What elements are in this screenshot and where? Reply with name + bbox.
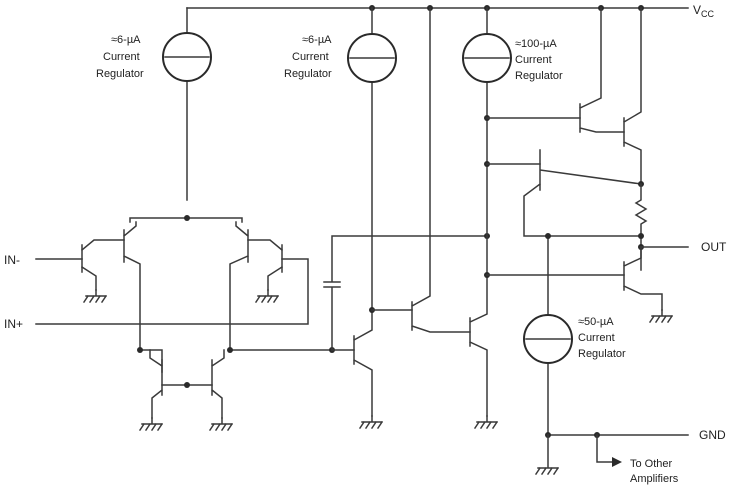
out-label: OUT [701,240,727,254]
reg1-line2: Current [103,51,140,63]
in-plus-label: IN+ [4,317,23,331]
gain-stage [323,7,499,430]
reg3-line2: Current [515,54,552,66]
vcc-label: VCC [693,3,715,19]
reg2-line3: Regulator [284,68,332,80]
current-regulator-1 [162,7,212,201]
current-regulator-3 [462,7,512,119]
current-mirror [137,347,331,432]
reg4-value: ≈50-µA [578,316,614,328]
other-amplifiers-line1: To Other [630,458,673,470]
reg1-line3: Regulator [96,68,144,80]
current-regulator-2 [347,7,397,311]
reg1-value: ≈6-µA [111,34,141,46]
reg3-value: ≈100-µA [515,38,557,50]
in-minus-label: IN- [4,253,20,267]
gnd-rail [534,432,689,476]
output-stage [484,7,689,324]
reg3-line3: Regulator [515,70,563,82]
reg2-value: ≈6-µA [302,34,332,46]
input-stage [35,215,309,351]
reg2-line2: Current [292,51,329,63]
reg4-line2: Current [578,332,615,344]
reg4-line3: Regulator [578,348,626,360]
to-other-arrow-icon [612,457,622,467]
current-regulator-4 [523,235,573,436]
gnd-label: GND [699,428,726,442]
other-amplifiers-line2: Amplifiers [630,473,679,485]
vcc-rail [186,5,689,11]
